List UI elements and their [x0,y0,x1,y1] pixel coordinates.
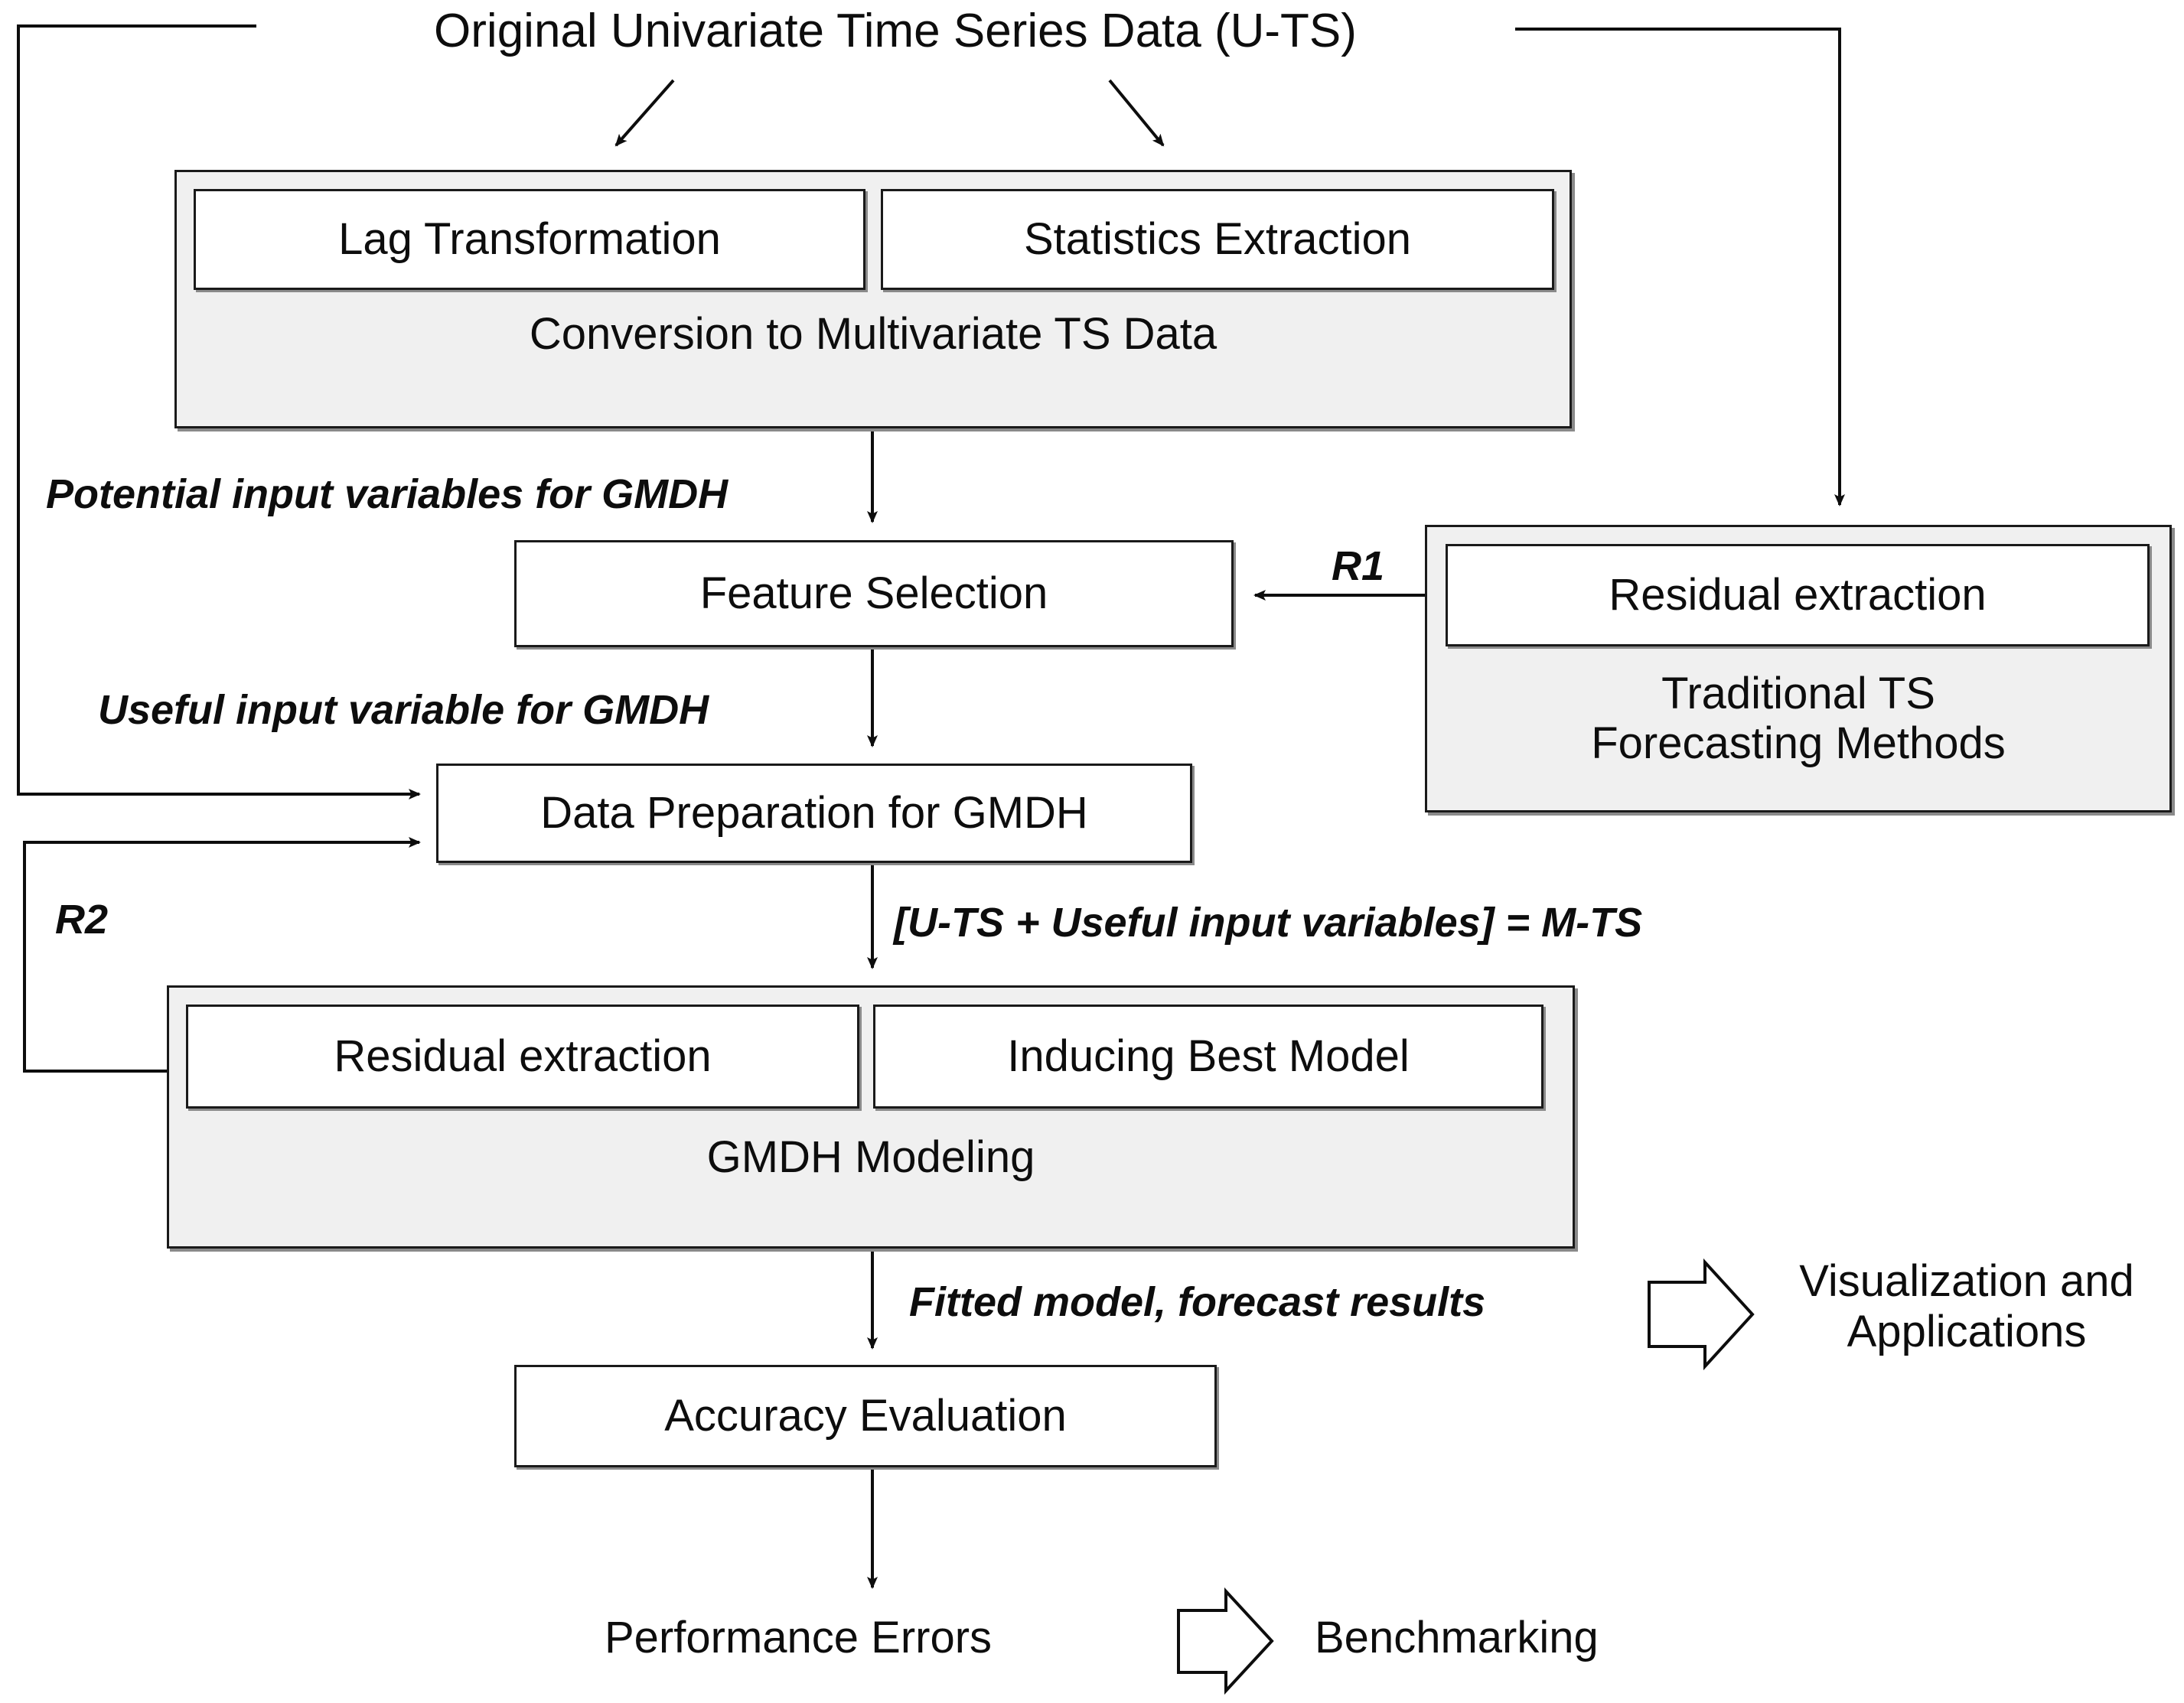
gmdh-residual-extraction-box[interactable]: Residual extraction [186,1005,859,1109]
gmdh-modeling-group-box[interactable]: Residual extraction Inducing Best Model … [167,985,1575,1249]
statistics-extraction-box[interactable]: Statistics Extraction [881,189,1554,290]
traditional-residual-extraction-label: Residual extraction [1609,569,1987,620]
edge-title-to-lag [614,79,675,147]
traditional-ts-group-label: Traditional TS Forecasting Methods [1591,669,2006,768]
edge-r2-gmdh-residual-to-data-preparation [23,837,421,1073]
gmdh-residual-extraction-label: Residual extraction [334,1031,712,1081]
accuracy-evaluation-label: Accuracy Evaluation [664,1390,1067,1441]
inducing-best-model-box[interactable]: Inducing Best Model [873,1005,1543,1109]
performance-errors-label: Performance Errors [605,1613,993,1662]
block-arrow-benchmarking-icon [1177,1587,1274,1695]
feature-selection-box[interactable]: Feature Selection [514,540,1234,647]
data-preparation-label: Data Preparation for GMDH [540,787,1088,838]
traditional-residual-extraction-box[interactable]: Residual extraction [1446,544,2150,646]
lag-transformation-label: Lag Transformation [338,213,721,264]
edge-label-mts: [U-TS + Useful input variables] = M-TS [894,900,1643,946]
data-preparation-box[interactable]: Data Preparation for GMDH [436,764,1192,863]
edge-label-fitted-model: Fitted model, forecast results [909,1279,1486,1325]
edge-label-r2: R2 [55,897,109,943]
statistics-extraction-label: Statistics Extraction [1023,213,1412,264]
edge-title-to-data-preparation [17,24,421,799]
conversion-group-box[interactable]: Lag Transformation Statistics Extraction… [174,170,1572,428]
block-arrow-visualization-icon [1648,1258,1755,1371]
gmdh-modeling-group-label: GMDH Modeling [706,1132,1035,1182]
visualization-applications-label: Visualization and Applications [1799,1256,2134,1357]
lag-transformation-box[interactable]: Lag Transformation [194,189,865,290]
edge-title-to-statistics [1108,79,1165,147]
page-title: Original Univariate Time Series Data (U-… [434,5,1357,57]
conversion-group-label: Conversion to Multivariate TS Data [529,309,1217,359]
benchmarking-label: Benchmarking [1315,1613,1599,1662]
edge-label-r1: R1 [1332,543,1385,589]
accuracy-evaluation-box[interactable]: Accuracy Evaluation [514,1365,1217,1467]
edge-label-useful-inputs: Useful input variable for GMDH [98,687,709,733]
edge-title-to-traditional [1515,28,1845,506]
traditional-ts-group-box[interactable]: Residual extraction Traditional TS Forec… [1425,525,2172,812]
feature-selection-label: Feature Selection [699,568,1048,618]
inducing-best-model-label: Inducing Best Model [1007,1031,1410,1081]
edge-label-potential-inputs: Potential input variables for GMDH [46,471,729,517]
